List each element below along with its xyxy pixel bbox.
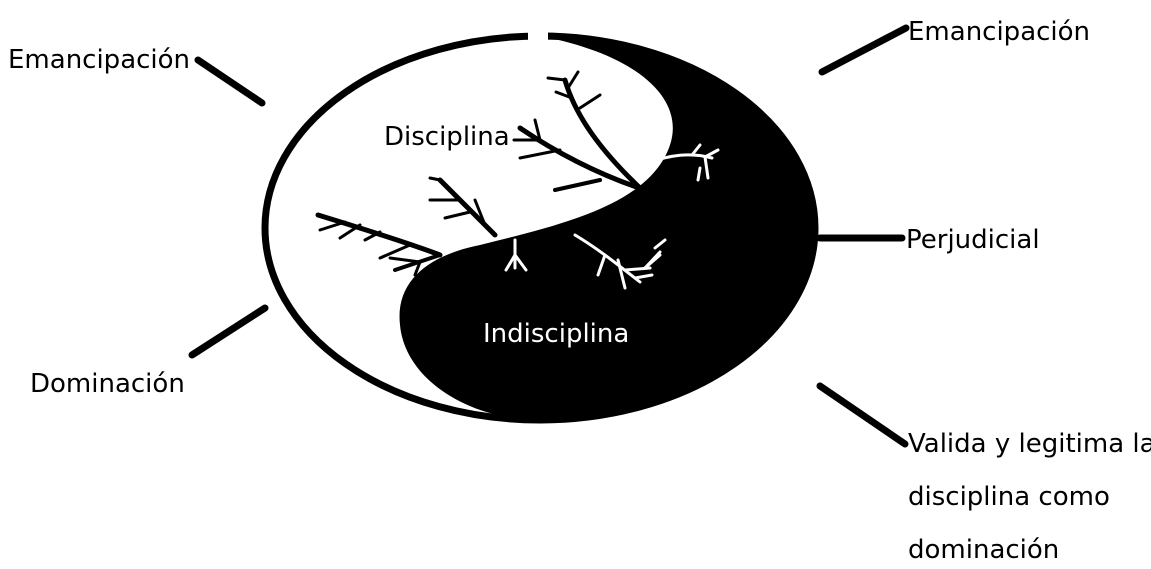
connector-top-right xyxy=(822,28,906,72)
label-bottom-left: Dominación xyxy=(30,369,185,399)
connector-top-left xyxy=(198,60,262,103)
label-top-right: Emancipación xyxy=(908,17,1090,47)
label-disciplina: Disciplina xyxy=(384,122,510,152)
top-gap xyxy=(528,30,548,42)
label-bottom-right-line1: Valida y legitima la xyxy=(908,429,1151,459)
label-bottom-right-line2: disciplina como xyxy=(908,482,1110,512)
label-bottom-right-line3: dominación xyxy=(908,535,1059,565)
label-top-left: Emancipación xyxy=(8,45,190,75)
label-middle-right: Perjudicial xyxy=(906,225,1040,255)
connector-bottom-right xyxy=(820,386,905,444)
connector-bottom-left xyxy=(192,308,265,355)
label-indisciplina: Indisciplina xyxy=(483,319,629,349)
